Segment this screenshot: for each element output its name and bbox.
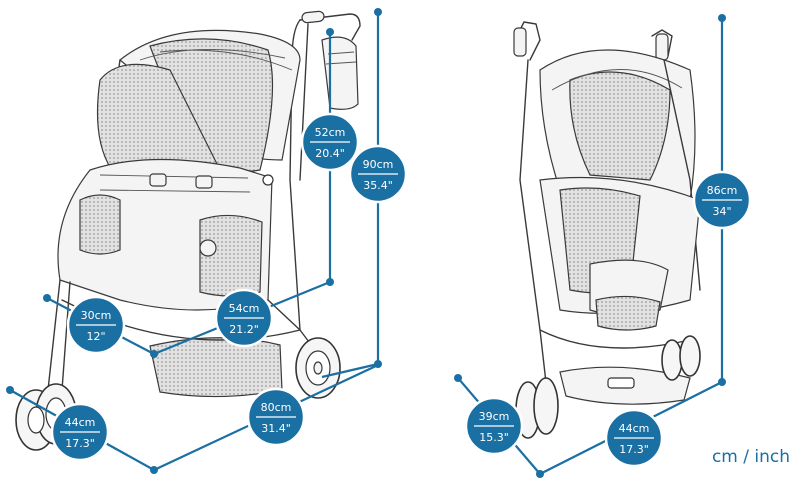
- units-label: cm / inch: [711, 447, 790, 467]
- badge-metric: 90cm: [363, 158, 394, 171]
- dimension-badge-open-width: 30cm 12": [66, 295, 126, 355]
- dimension-badge-open-seat-depth: 54cm 21.2": [214, 288, 274, 348]
- badge-imperial: 31.4": [261, 422, 291, 435]
- badge-imperial: 17.3": [619, 443, 649, 456]
- badge-metric: 44cm: [65, 416, 96, 429]
- badge-imperial: 15.3": [479, 431, 509, 444]
- dimension-badge-open-total-height: 90cm 35.4": [348, 144, 408, 204]
- badge-imperial: 20.4": [315, 147, 345, 160]
- dimension-badge-open-handle-height: 52cm 20.4": [300, 112, 360, 172]
- dimension-badge-folded-width: 44cm 17.3": [604, 408, 664, 468]
- dimension-badge-open-wheelbase-width: 44cm 17.3": [50, 402, 110, 462]
- badge-metric: 30cm: [81, 309, 112, 322]
- folded-stroller-illustration: [513, 21, 701, 439]
- badge-metric: 86cm: [707, 184, 738, 197]
- dimension-badge-folded-height: 86cm 34": [692, 170, 752, 230]
- badge-imperial: 21.2": [229, 323, 259, 336]
- badge-metric: 54cm: [229, 302, 260, 315]
- badge-metric: 44cm: [619, 422, 650, 435]
- badge-imperial: 35.4": [363, 179, 393, 192]
- badge-metric: 80cm: [261, 401, 292, 414]
- badge-imperial: 17.3": [65, 437, 95, 450]
- badge-imperial: 34": [712, 205, 731, 218]
- dimension-badge-folded-depth: 39cm 15.3": [464, 396, 524, 456]
- badge-metric: 52cm: [315, 126, 346, 139]
- badge-imperial: 12": [86, 330, 105, 343]
- open-stroller-illustration: [15, 10, 361, 451]
- badge-metric: 39cm: [479, 410, 510, 423]
- dimension-badge-open-length: 80cm 31.4": [246, 387, 306, 447]
